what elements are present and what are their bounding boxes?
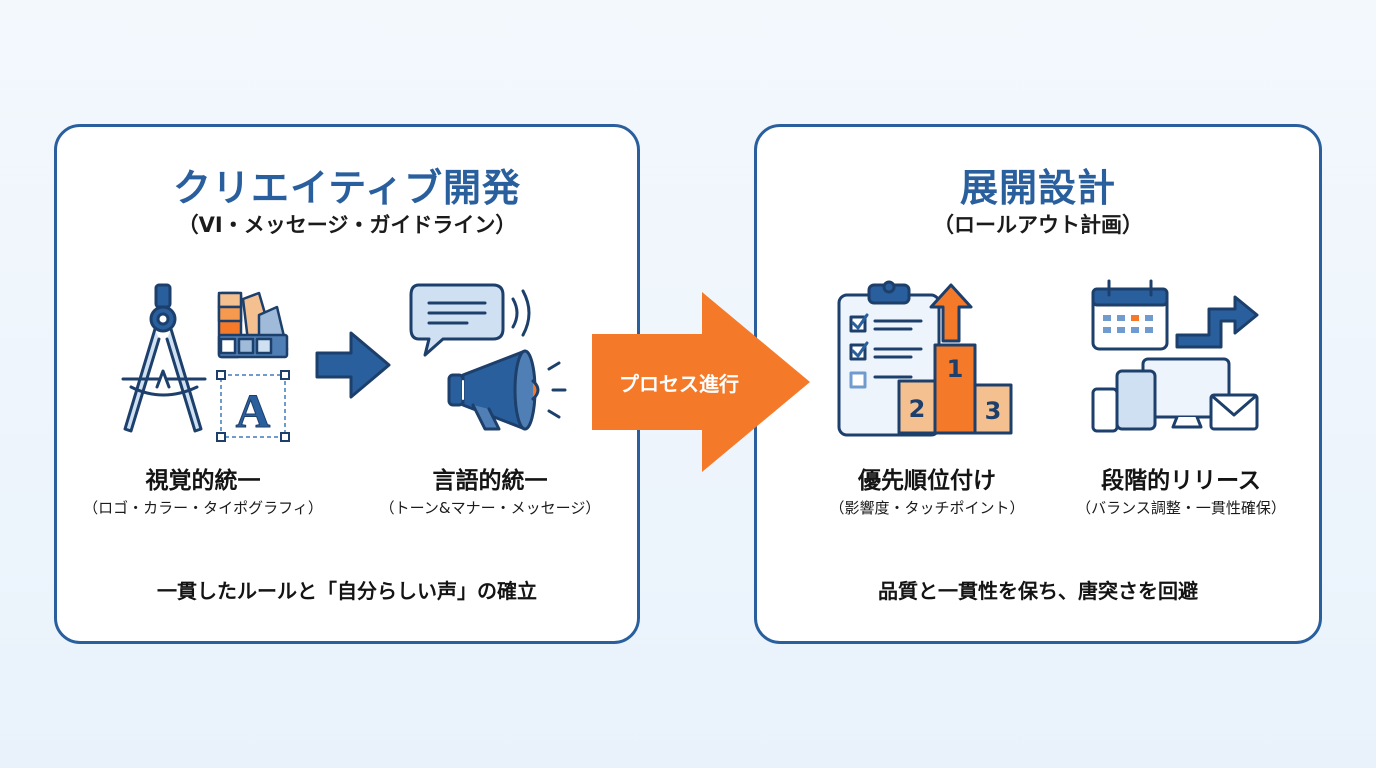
panel-subtitle: （VI・メッセージ・ガイドライン） (177, 213, 517, 237)
panel-title: クリエイティブ開発 (173, 166, 521, 210)
phased-release-label: 段階的リリース (1101, 468, 1261, 494)
podium-third: 3 (985, 397, 1002, 425)
panel-title: 展開設計 (959, 166, 1116, 210)
prioritization-icons: 1 2 3 (837, 280, 1013, 437)
visual-unification-label: 視覚的統一 (145, 468, 261, 494)
process-arrow-label: プロセス進行 (619, 372, 739, 396)
phased-release-icons (1091, 279, 1259, 433)
verbal-unification-sub: （トーン&マナー・メッセージ） (379, 499, 601, 517)
panel-subtitle: （ロールアウト計画） (933, 213, 1143, 237)
prioritization-sub: （影響度・タッチポイント） (829, 499, 1025, 517)
visual-unification-sub: （ロゴ・カラー・タイポグラフィ） (83, 499, 323, 517)
panel-footer: 品質と一貫性を保ち、唐突さを回避 (878, 579, 1198, 603)
color-swatch-icon (217, 291, 289, 359)
calendar-icon (1091, 279, 1169, 351)
verbal-unification-icons (409, 283, 567, 431)
phased-release-sub: （バランス調整・一貫性確保） (1076, 499, 1286, 517)
devices-icon (1091, 357, 1231, 433)
podium-second: 2 (909, 395, 926, 423)
megaphone-icon (447, 349, 567, 431)
podium-icon: 1 2 3 (897, 343, 1013, 435)
arrow-right-icon (315, 331, 391, 399)
prioritization-label: 優先順位付け (858, 468, 996, 494)
speech-bubble-icon (409, 283, 531, 357)
up-arrow-icon (929, 283, 973, 343)
creative-development-panel: クリエイティブ開発 （VI・メッセージ・ガイドライン） (54, 124, 640, 644)
panel-footer: 一貫したルールと「自分らしい声」の確立 (157, 579, 537, 603)
stepped-arrow-icon (1175, 295, 1259, 349)
process-arrow (592, 292, 810, 472)
typography-icon: A (216, 370, 290, 442)
mail-icon (1209, 393, 1259, 431)
rollout-design-panel: 展開設計 （ロールアウト計画） 1 2 3 (754, 124, 1322, 644)
compass-icon (121, 283, 207, 433)
typography-letter: A (236, 385, 271, 438)
podium-first: 1 (947, 355, 964, 383)
visual-unification-icons: A (121, 283, 290, 442)
verbal-unification-label: 言語的統一 (432, 468, 548, 494)
